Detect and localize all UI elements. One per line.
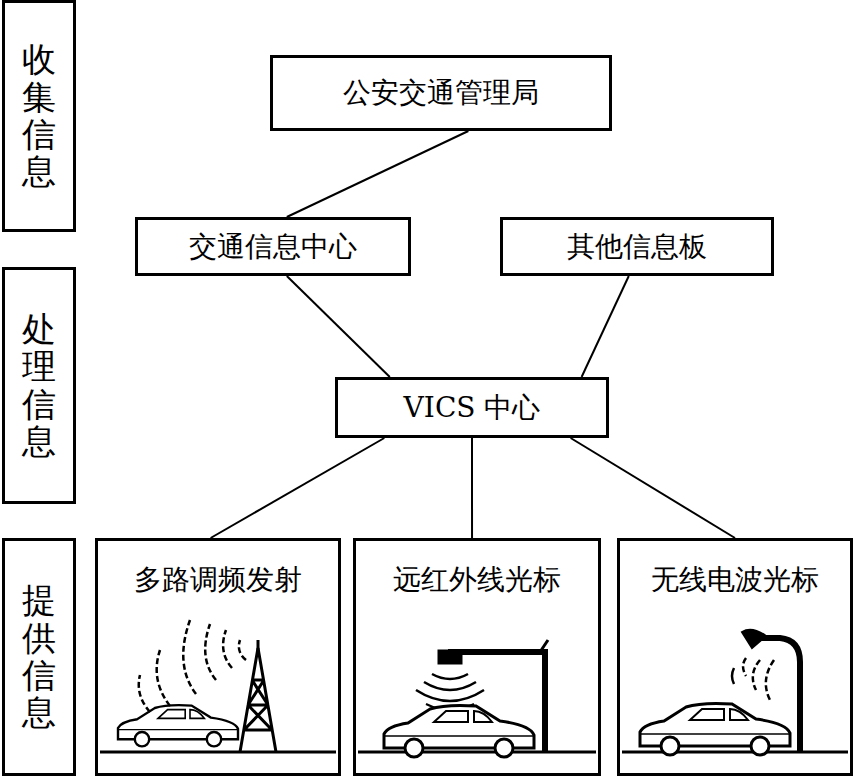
- process-box: 公安交通管理局: [270, 55, 612, 131]
- node-label: 其他信息板: [567, 230, 707, 264]
- node-label: 公安交通管理局: [343, 76, 539, 110]
- node-label: VICS 中心: [404, 391, 541, 425]
- output-box: 远红外线光标: [353, 538, 601, 776]
- node-label: 交通信息中心: [189, 230, 357, 264]
- node-label: 多路调频发射: [134, 563, 302, 597]
- node-label: 远红外线光标: [393, 563, 561, 597]
- process-box: 交通信息中心: [135, 217, 411, 276]
- output-box: 无线电波光标: [617, 538, 853, 776]
- connector-line: [287, 131, 469, 217]
- node-label: 处理信息: [22, 311, 56, 461]
- stage-band: 收集信息: [2, 0, 76, 232]
- fm-broadcast-illustration: [100, 620, 336, 752]
- stage-band: 提供信息: [2, 538, 76, 776]
- stage-band: 处理信息: [2, 267, 76, 504]
- node-label: 收集信息: [22, 41, 56, 191]
- radio-beacon-illustration: [622, 630, 848, 755]
- output-box: 多路调频发射: [95, 538, 341, 776]
- node-label: 提供信息: [22, 582, 56, 732]
- infrared-beacon-illustration: [358, 640, 596, 757]
- process-box: VICS 中心: [335, 377, 609, 438]
- process-box: 其他信息板: [500, 217, 774, 276]
- connector-line: [471, 438, 473, 538]
- connector-line: [571, 438, 735, 538]
- connector-line: [287, 276, 390, 377]
- node-label: 无线电波光标: [651, 563, 819, 597]
- connector-line: [582, 276, 629, 377]
- connector-line: [211, 438, 385, 538]
